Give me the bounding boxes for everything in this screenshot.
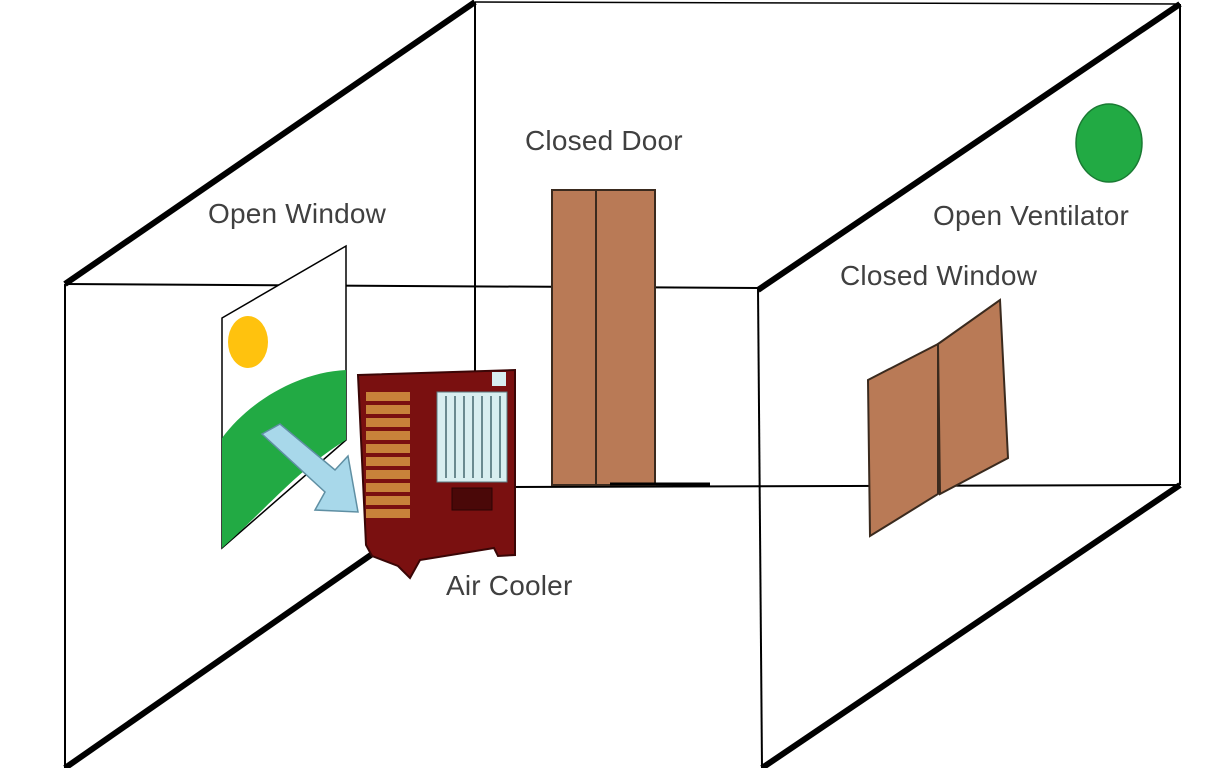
label-open-ventilator: Open Ventilator (933, 200, 1130, 231)
room-walls (63, 0, 1182, 768)
open-ventilator (1075, 103, 1143, 183)
top-left-edge (63, 0, 477, 287)
front-right-edge (757, 287, 763, 768)
back-bottom-edge (504, 484, 1181, 488)
bottom-left-edge (63, 547, 380, 768)
sun-icon (228, 316, 268, 368)
air-cooler (356, 368, 516, 580)
back-top-edge (474, 1, 1181, 5)
air-cooler-front-panel (436, 372, 508, 511)
air-cooler-louvers (366, 392, 410, 518)
bottom-right-edge (760, 482, 1182, 768)
label-closed-window: Closed Window (840, 260, 1038, 291)
label-closed-door: Closed Door (525, 125, 683, 156)
label-open-window: Open Window (208, 198, 387, 229)
closed-door (551, 189, 710, 486)
landscape-hill (222, 370, 346, 548)
airflow-arrow (260, 423, 359, 513)
open-window (221, 244, 359, 550)
door-right-panel (595, 189, 656, 486)
closed-window (866, 298, 1010, 538)
closed-window-right-panel (936, 298, 1010, 496)
ventilator-opening-icon (1075, 103, 1143, 183)
closed-window-left-panel (866, 342, 939, 538)
door-left-panel (551, 189, 597, 486)
label-air-cooler: Air Cooler (446, 570, 573, 601)
top-right-edge (756, 1, 1182, 293)
